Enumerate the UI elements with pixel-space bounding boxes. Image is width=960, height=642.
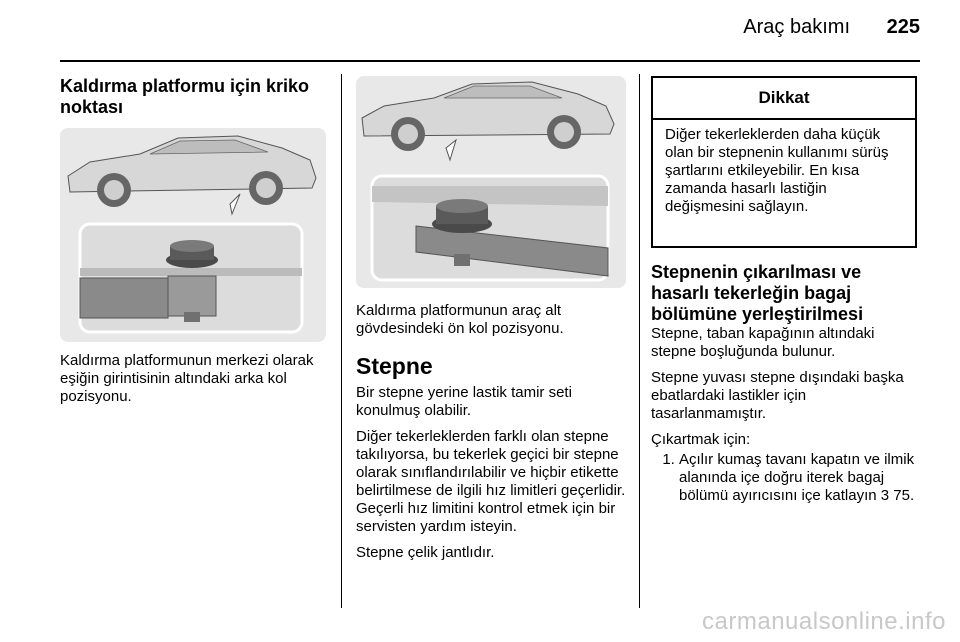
- warning-text: Diğer tekerleklerden daha küçük olan bir…: [665, 126, 889, 215]
- column-2: Kaldırma platformunun araç alt gövdesind…: [356, 302, 628, 570]
- car-rear-lift-icon: [60, 128, 326, 342]
- column-1-caption-block: Kaldırma platformunun merkezi olarak eşi…: [60, 352, 328, 414]
- column-divider-2: [639, 74, 640, 608]
- removal-steps-list: Açılır kumaş tavanı kapatın ve ilmik ala…: [651, 451, 923, 505]
- paragraph: Diğer tekerleklerden farklı olan stepne …: [356, 428, 626, 535]
- paragraph: Stepne çelik jantlıdır.: [356, 544, 495, 561]
- page-header-title: Araç bakımı: [743, 16, 850, 38]
- warning-title: Dikkat: [653, 78, 915, 120]
- rear-jack-point-caption: Kaldırma platformunun merkezi olarak eşi…: [60, 352, 314, 405]
- step-text: Açılır kumaş tavanı kapatın ve ilmik ala…: [679, 451, 915, 504]
- car-front-lift-icon: [356, 76, 626, 288]
- front-jack-point-illustration: [356, 76, 626, 293]
- jack-point-heading: Kaldırma platformu için kriko noktası: [60, 76, 310, 117]
- column-1: Kaldırma platformu için kriko noktası: [60, 76, 328, 118]
- paragraph: Bir stepne yerine lastik tamir seti konu…: [356, 384, 572, 419]
- spare-removal-heading: Stepnenin çıkarılması ve hasarlı tekerle…: [651, 262, 864, 324]
- page-ref-arrow-icon[interactable]: 3: [880, 487, 890, 504]
- page-header: Araç bakımı 225: [60, 0, 920, 62]
- spare-wheel-section-title: Stepne: [356, 353, 433, 379]
- page-ref-link[interactable]: 75.: [893, 487, 915, 504]
- rear-jack-point-illustration: [60, 128, 326, 347]
- front-jack-point-caption: Kaldırma platformunun araç alt gövdesind…: [356, 302, 564, 337]
- warning-box: Dikkat Diğer tekerleklerden daha küçük o…: [651, 76, 917, 248]
- column-divider-1: [341, 74, 342, 608]
- watermark: carmanualsonline.info: [702, 608, 946, 635]
- paragraph: Stepne yuvası stepne dışındaki başka eba…: [651, 369, 904, 422]
- page-number: 225: [886, 16, 920, 38]
- paragraph: Stepne, taban kapağının altındaki stepne…: [651, 325, 875, 360]
- header-rule: [60, 60, 920, 62]
- list-item: Açılır kumaş tavanı kapatın ve ilmik ala…: [679, 451, 923, 505]
- column-3: Stepnenin çıkarılması ve hasarlı tekerle…: [651, 262, 923, 505]
- paragraph: Çıkartmak için:: [651, 431, 751, 448]
